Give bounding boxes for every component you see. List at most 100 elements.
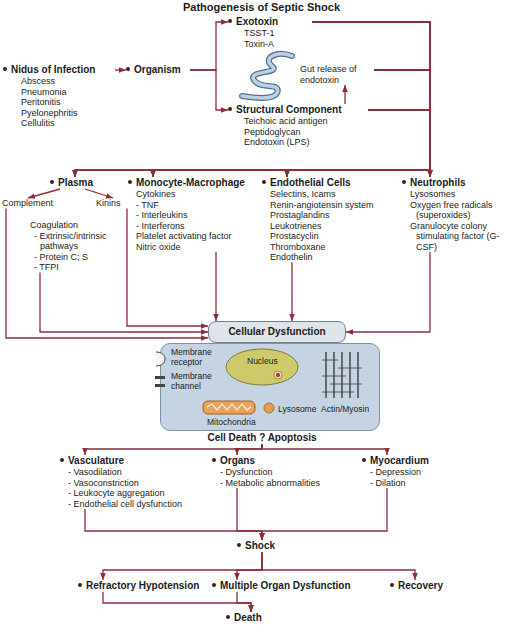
arrow-connector <box>237 488 262 540</box>
item-text: Peritonitis <box>21 97 61 107</box>
arrow-connector <box>40 273 208 333</box>
node-item: Pneumonia <box>3 87 115 98</box>
source-group: Nidus of InfectionAbscessPneumoniaPerito… <box>3 64 115 129</box>
item-text: Oxygen free radicals (superoxides) <box>410 200 493 221</box>
arrow-connector <box>312 22 430 177</box>
node-item: - Vasoconstriction <box>60 478 200 489</box>
item-text: Pneumonia <box>21 87 67 97</box>
item-text: Teichoic acid antigen <box>244 116 328 126</box>
node-item: Pyelonephritis <box>3 108 115 119</box>
arrow-connector <box>190 22 228 70</box>
arrow-connector <box>215 252 216 321</box>
item-text: Mitochondria <box>207 417 256 427</box>
effect-group: Vasculature- Vasodilation- Vasoconstrict… <box>60 455 200 509</box>
item-text: Endotoxin (LPS) <box>244 137 310 147</box>
arrow-connector <box>28 189 60 198</box>
node-item: Endotoxin (LPS) <box>228 137 368 148</box>
nucleolus-ring <box>274 371 282 379</box>
arrow-connector <box>75 110 430 177</box>
item-text: Thromboxane <box>270 242 326 252</box>
item-text: Cytokines <box>136 189 176 199</box>
item-text: - Protein C; S <box>34 252 88 262</box>
item-text: Membrane channel <box>171 371 212 391</box>
item-text: Endothelin <box>270 252 313 262</box>
bullet-dot <box>126 67 130 71</box>
node-heading: Organism <box>126 64 190 76</box>
arrow-connector <box>85 444 262 455</box>
item-text: TSST-1 <box>244 28 275 38</box>
arrow-connector <box>153 110 430 177</box>
outcome-node: Recovery <box>390 580 460 592</box>
arrow-connector <box>287 22 430 177</box>
arrow-connector <box>85 189 113 198</box>
item-text: - Endothelial cell dysfunction <box>68 499 182 509</box>
lysosome-shape <box>264 403 274 413</box>
arrow-connector <box>103 592 251 612</box>
node-item: Nucleus <box>247 357 287 367</box>
heading-text: Death <box>234 612 262 623</box>
arrow-connector <box>153 22 430 177</box>
mediator-item: Kinins <box>96 198 130 209</box>
arrow-connector <box>153 70 430 177</box>
node-heading: Structural Component <box>228 104 368 116</box>
node-heading: Monocyte-Macrophage <box>128 177 246 189</box>
arrow-connector <box>287 110 430 177</box>
mitochondria-shape <box>203 401 255 414</box>
node-item: - Dysfunction <box>212 467 342 478</box>
node-heading: Shock <box>237 540 287 552</box>
heading-text: Exotoxin <box>236 16 278 27</box>
node-item: Cellulitis <box>3 118 115 129</box>
heading-text: Recovery <box>398 580 443 591</box>
item-text: Prostaglandins <box>270 210 330 220</box>
item-text: Kinins <box>96 198 121 208</box>
outcome-node: Multiple Organ Dysfunction <box>212 580 362 592</box>
heading-text: Cell Death ? Apoptosis <box>207 432 316 443</box>
bullet-dot <box>228 19 232 23</box>
source-group: Gut release of endotoxin <box>300 64 374 85</box>
bullet-dot <box>362 458 366 462</box>
bullet-dot <box>402 180 406 184</box>
item-text: Membrane receptor <box>171 347 212 367</box>
node-item: Prostaglandins <box>262 210 397 221</box>
mediator-group: Endothelial CellsSelectins, IcamsRenin-a… <box>262 177 397 263</box>
item-text: Coagulation <box>30 220 78 230</box>
heading-text: Shock <box>245 540 275 551</box>
node-item: - Leukocyte aggregation <box>60 488 200 499</box>
node-heading: Neutrophils <box>402 177 520 189</box>
node-item: Mitochondria <box>207 418 277 428</box>
node-heading: Nidus of Infection <box>3 64 115 76</box>
bullet-dot <box>50 180 54 184</box>
node-item: Platelet activating factor <box>128 231 246 242</box>
item-text: - Metabolic abnormalities <box>220 478 320 488</box>
node-item: - Vasodilation <box>60 467 200 478</box>
item-text: Prostacyclin <box>270 231 319 241</box>
item-text: Peptidoglycan <box>244 127 301 137</box>
node-item: - Endothelial cell dysfunction <box>60 499 200 510</box>
bullet-dot <box>262 180 266 184</box>
item-text: - TNF <box>136 200 159 210</box>
heading-text: Endothelial Cells <box>270 177 351 188</box>
item-text: Lysosome <box>278 404 316 414</box>
bullet-dot <box>228 107 232 111</box>
heading-text: Vasculature <box>68 455 124 466</box>
heading-text: Cellular Dysfunction <box>228 326 325 337</box>
node-item: - TFPI <box>30 262 126 273</box>
arrow-connector <box>368 110 430 177</box>
arrow-connector <box>374 70 430 177</box>
node-heading: Endothelial Cells <box>262 177 397 189</box>
node-item: Cytokines <box>128 189 246 200</box>
item-text: Platelet activating factor <box>136 231 232 241</box>
arrow-connector <box>344 85 345 104</box>
item-text: - Dilation <box>370 478 406 488</box>
node-item: Lysosome <box>278 405 318 415</box>
item-text: Nitric oxide <box>136 242 181 252</box>
node-item: - Metabolic abnormalities <box>212 478 342 489</box>
arrow-connector <box>115 69 126 70</box>
heading-text: Myocardium <box>370 455 429 466</box>
arrow-connector <box>6 209 208 339</box>
arrow-connector <box>237 592 251 612</box>
outcome-node: Refractory Hypotension <box>78 580 208 592</box>
arrow-connector <box>75 22 430 177</box>
heading-text: Multiple Organ Dysfunction <box>220 580 351 591</box>
